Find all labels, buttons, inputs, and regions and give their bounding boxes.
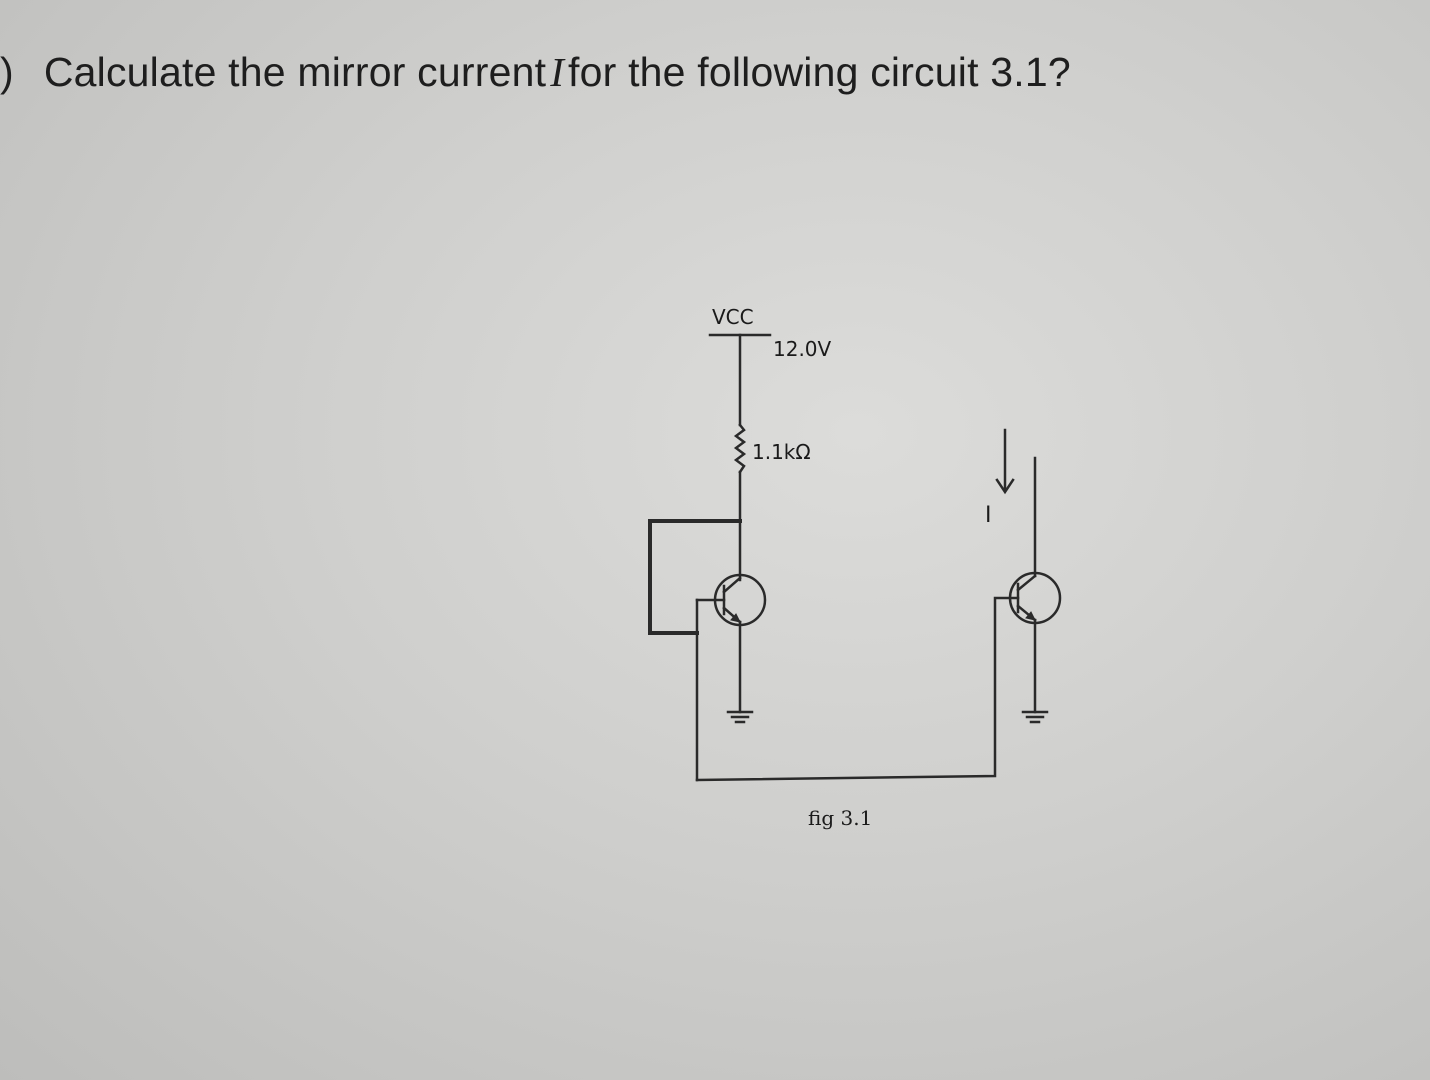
supply-voltage-label: 12.0V xyxy=(773,337,832,361)
q2-emitter-arrow xyxy=(1025,611,1036,621)
vcc-label: VCC xyxy=(712,305,754,329)
question-marker: ) xyxy=(0,49,14,95)
current-arrow-head xyxy=(995,478,1015,495)
q1-emitter-arrow xyxy=(730,613,741,623)
question-text: ) Calculate the mirror currentIfor the fo… xyxy=(0,48,1071,96)
current-label: I xyxy=(985,503,992,528)
base-link-wire xyxy=(695,596,1020,782)
resistor-value-label: 1.1kΩ xyxy=(752,440,811,464)
resistor-symbol xyxy=(733,423,747,474)
diode-connection-loop xyxy=(648,519,742,635)
figure-caption: fig 3.1 xyxy=(808,806,872,830)
question-text-before: Calculate the mirror current xyxy=(43,49,547,95)
q1-collector-arm xyxy=(722,576,742,594)
question-text-after: for the following circuit 3.1? xyxy=(568,49,1071,95)
question-variable: I xyxy=(550,49,565,95)
q2-collector-arm xyxy=(1016,574,1037,592)
